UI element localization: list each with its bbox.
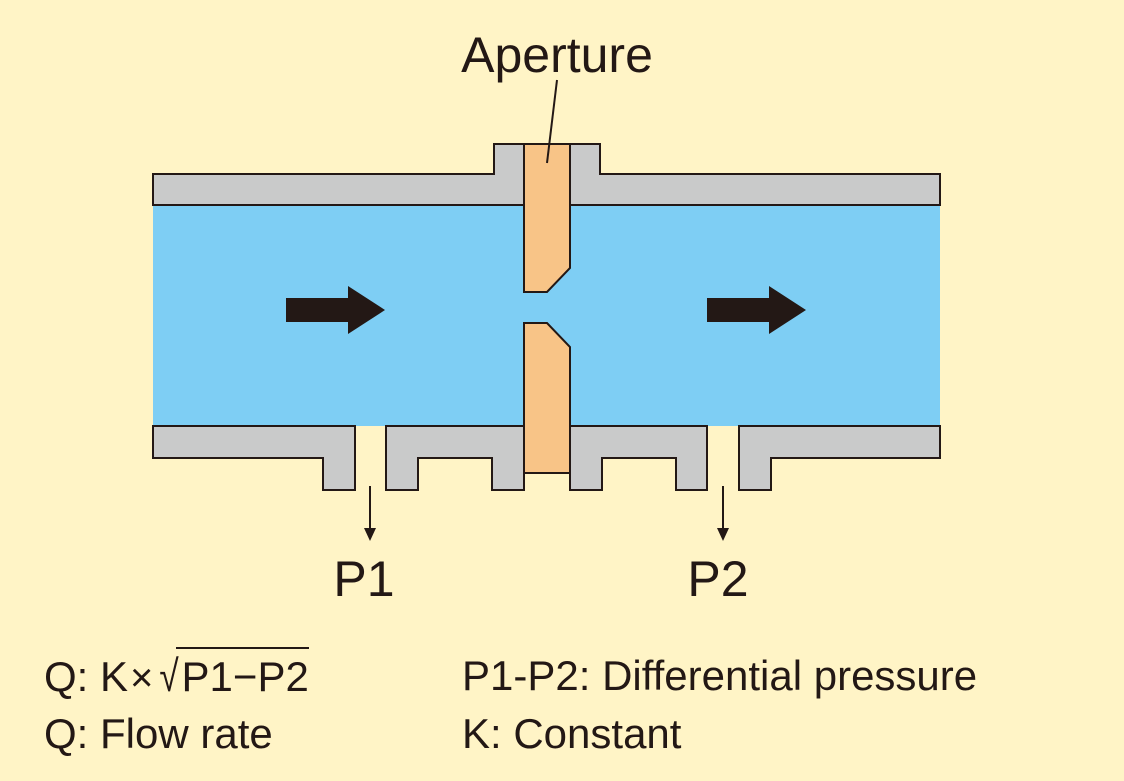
legend-flow-rate: Q: Flow rate: [44, 710, 273, 757]
p1-tap-arrowhead: [364, 528, 376, 541]
aperture-leader-line: [546, 79, 558, 164]
legend-differential-pressure: P1-P2: Differential pressure: [462, 652, 978, 699]
arrow-right-icon: [707, 286, 806, 334]
arrow-right-icon: [286, 286, 385, 334]
aperture-label: Aperture: [461, 27, 653, 83]
pipe-wall-bottom-middle-right: [569, 425, 708, 491]
flow-formula: Q: K×√P1−P2: [44, 647, 309, 701]
aperture-plate-lower: [523, 322, 571, 474]
aperture-plate-upper: [523, 143, 571, 293]
p2-label: P2: [687, 551, 748, 607]
formula-times: ×: [130, 656, 154, 700]
formula-prefix: Q: K: [44, 653, 129, 700]
p2-tap-arrowhead: [717, 528, 729, 541]
formula-radicand: P1−P2: [175, 647, 309, 700]
pipe-wall-bottom-middle-left: [385, 425, 525, 491]
legend-constant: K: Constant: [462, 710, 682, 757]
p1-label: P1: [333, 551, 394, 607]
pipe-wall-bottom-left: [152, 425, 356, 491]
pipe-wall-bottom-right: [738, 425, 941, 491]
sqrt-icon: √: [159, 652, 180, 701]
